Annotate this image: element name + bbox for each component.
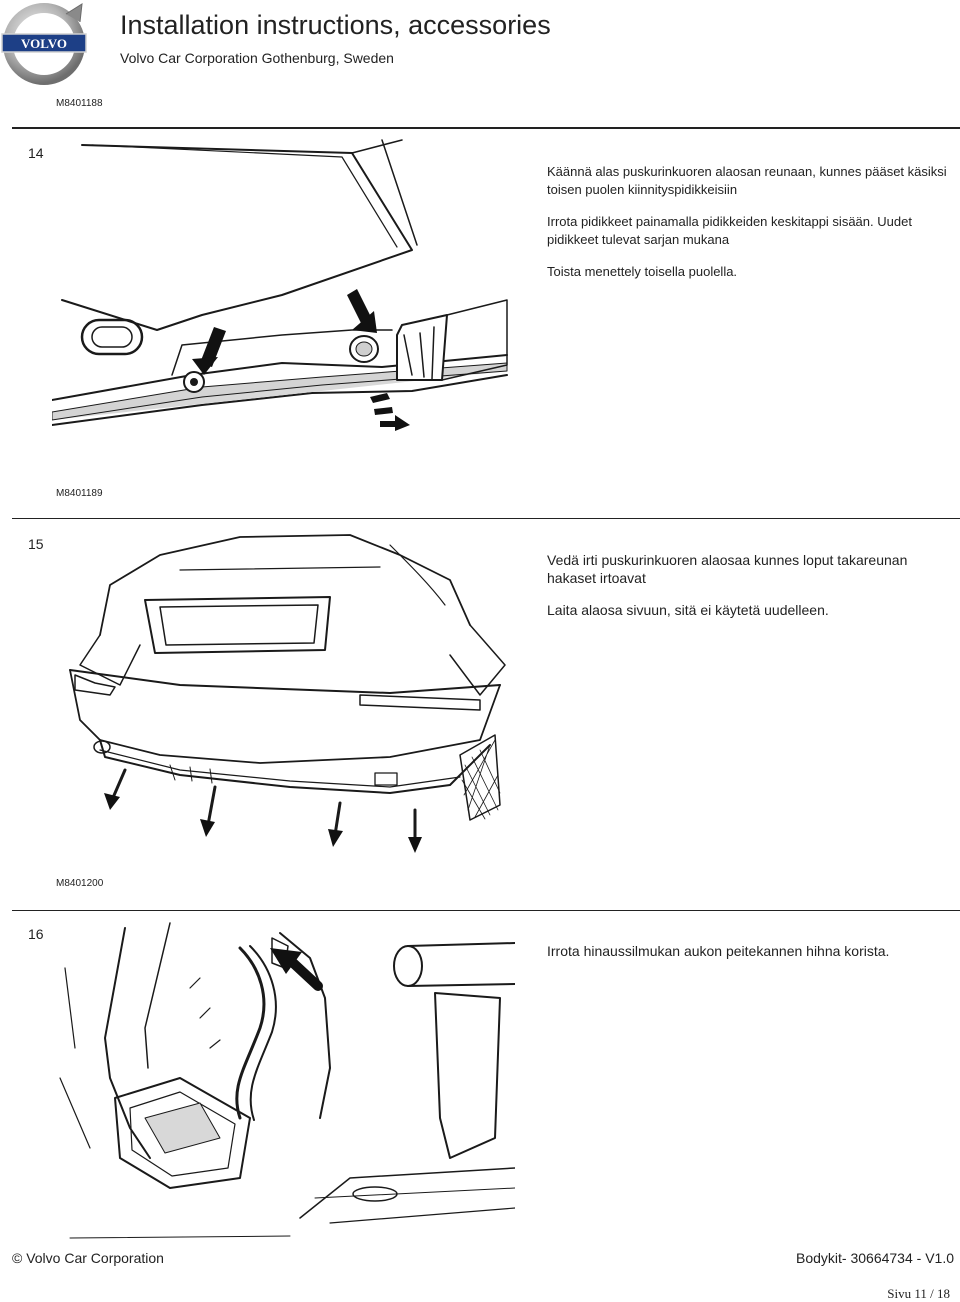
step-16-text: Irrota hinaussilmukan aukon peitekannen … <box>547 942 947 974</box>
step-number-14: 14 <box>28 145 44 161</box>
step-16-paragraph-1: Irrota hinaussilmukan aukon peitekannen … <box>547 943 890 959</box>
step-14-paragraph-3: Toista menettely toisella puolella. <box>547 264 738 279</box>
page-number: Sivu 11 / 18 <box>887 1286 950 1301</box>
logo-wordmark: VOLVO <box>21 36 67 51</box>
step-15-paragraph-1: Vedä irti puskurinkuoren alaosaa kunnes … <box>547 552 908 586</box>
document-title: Installation instructions, accessories <box>120 10 551 40</box>
figure-code-step-15: M8401189 <box>56 488 103 499</box>
illustration-step-14 <box>52 135 512 435</box>
footer-document-id: Bodykit- 30664734 - V1.0 <box>796 1250 954 1266</box>
volvo-logo: VOLVO <box>0 0 92 86</box>
step-14-text: Käännä alas puskurinkuoren alaosan reuna… <box>547 163 947 295</box>
section-divider <box>12 518 960 519</box>
figure-code-step-16: M8401200 <box>56 878 104 889</box>
step-14-paragraph-2: Irrota pidikkeet painamalla pidikkeiden … <box>547 214 912 247</box>
document-subtitle: Volvo Car Corporation Gothenburg, Sweden <box>120 50 394 66</box>
step-number-16: 16 <box>28 926 44 942</box>
illustration-step-16 <box>50 918 515 1246</box>
figure-code-step-14: M8401188 <box>56 98 103 109</box>
step-15-paragraph-2: Laita alaosa sivuun, sitä ei käytetä uud… <box>547 602 829 618</box>
step-15-text: Vedä irti puskurinkuoren alaosaa kunnes … <box>547 551 947 633</box>
section-divider <box>12 127 960 129</box>
illustration-step-15 <box>60 525 520 855</box>
step-number-15: 15 <box>28 536 44 552</box>
step-14-paragraph-1: Käännä alas puskurinkuoren alaosan reuna… <box>547 164 947 197</box>
footer-copyright: © Volvo Car Corporation <box>12 1250 164 1266</box>
section-divider <box>12 910 960 911</box>
